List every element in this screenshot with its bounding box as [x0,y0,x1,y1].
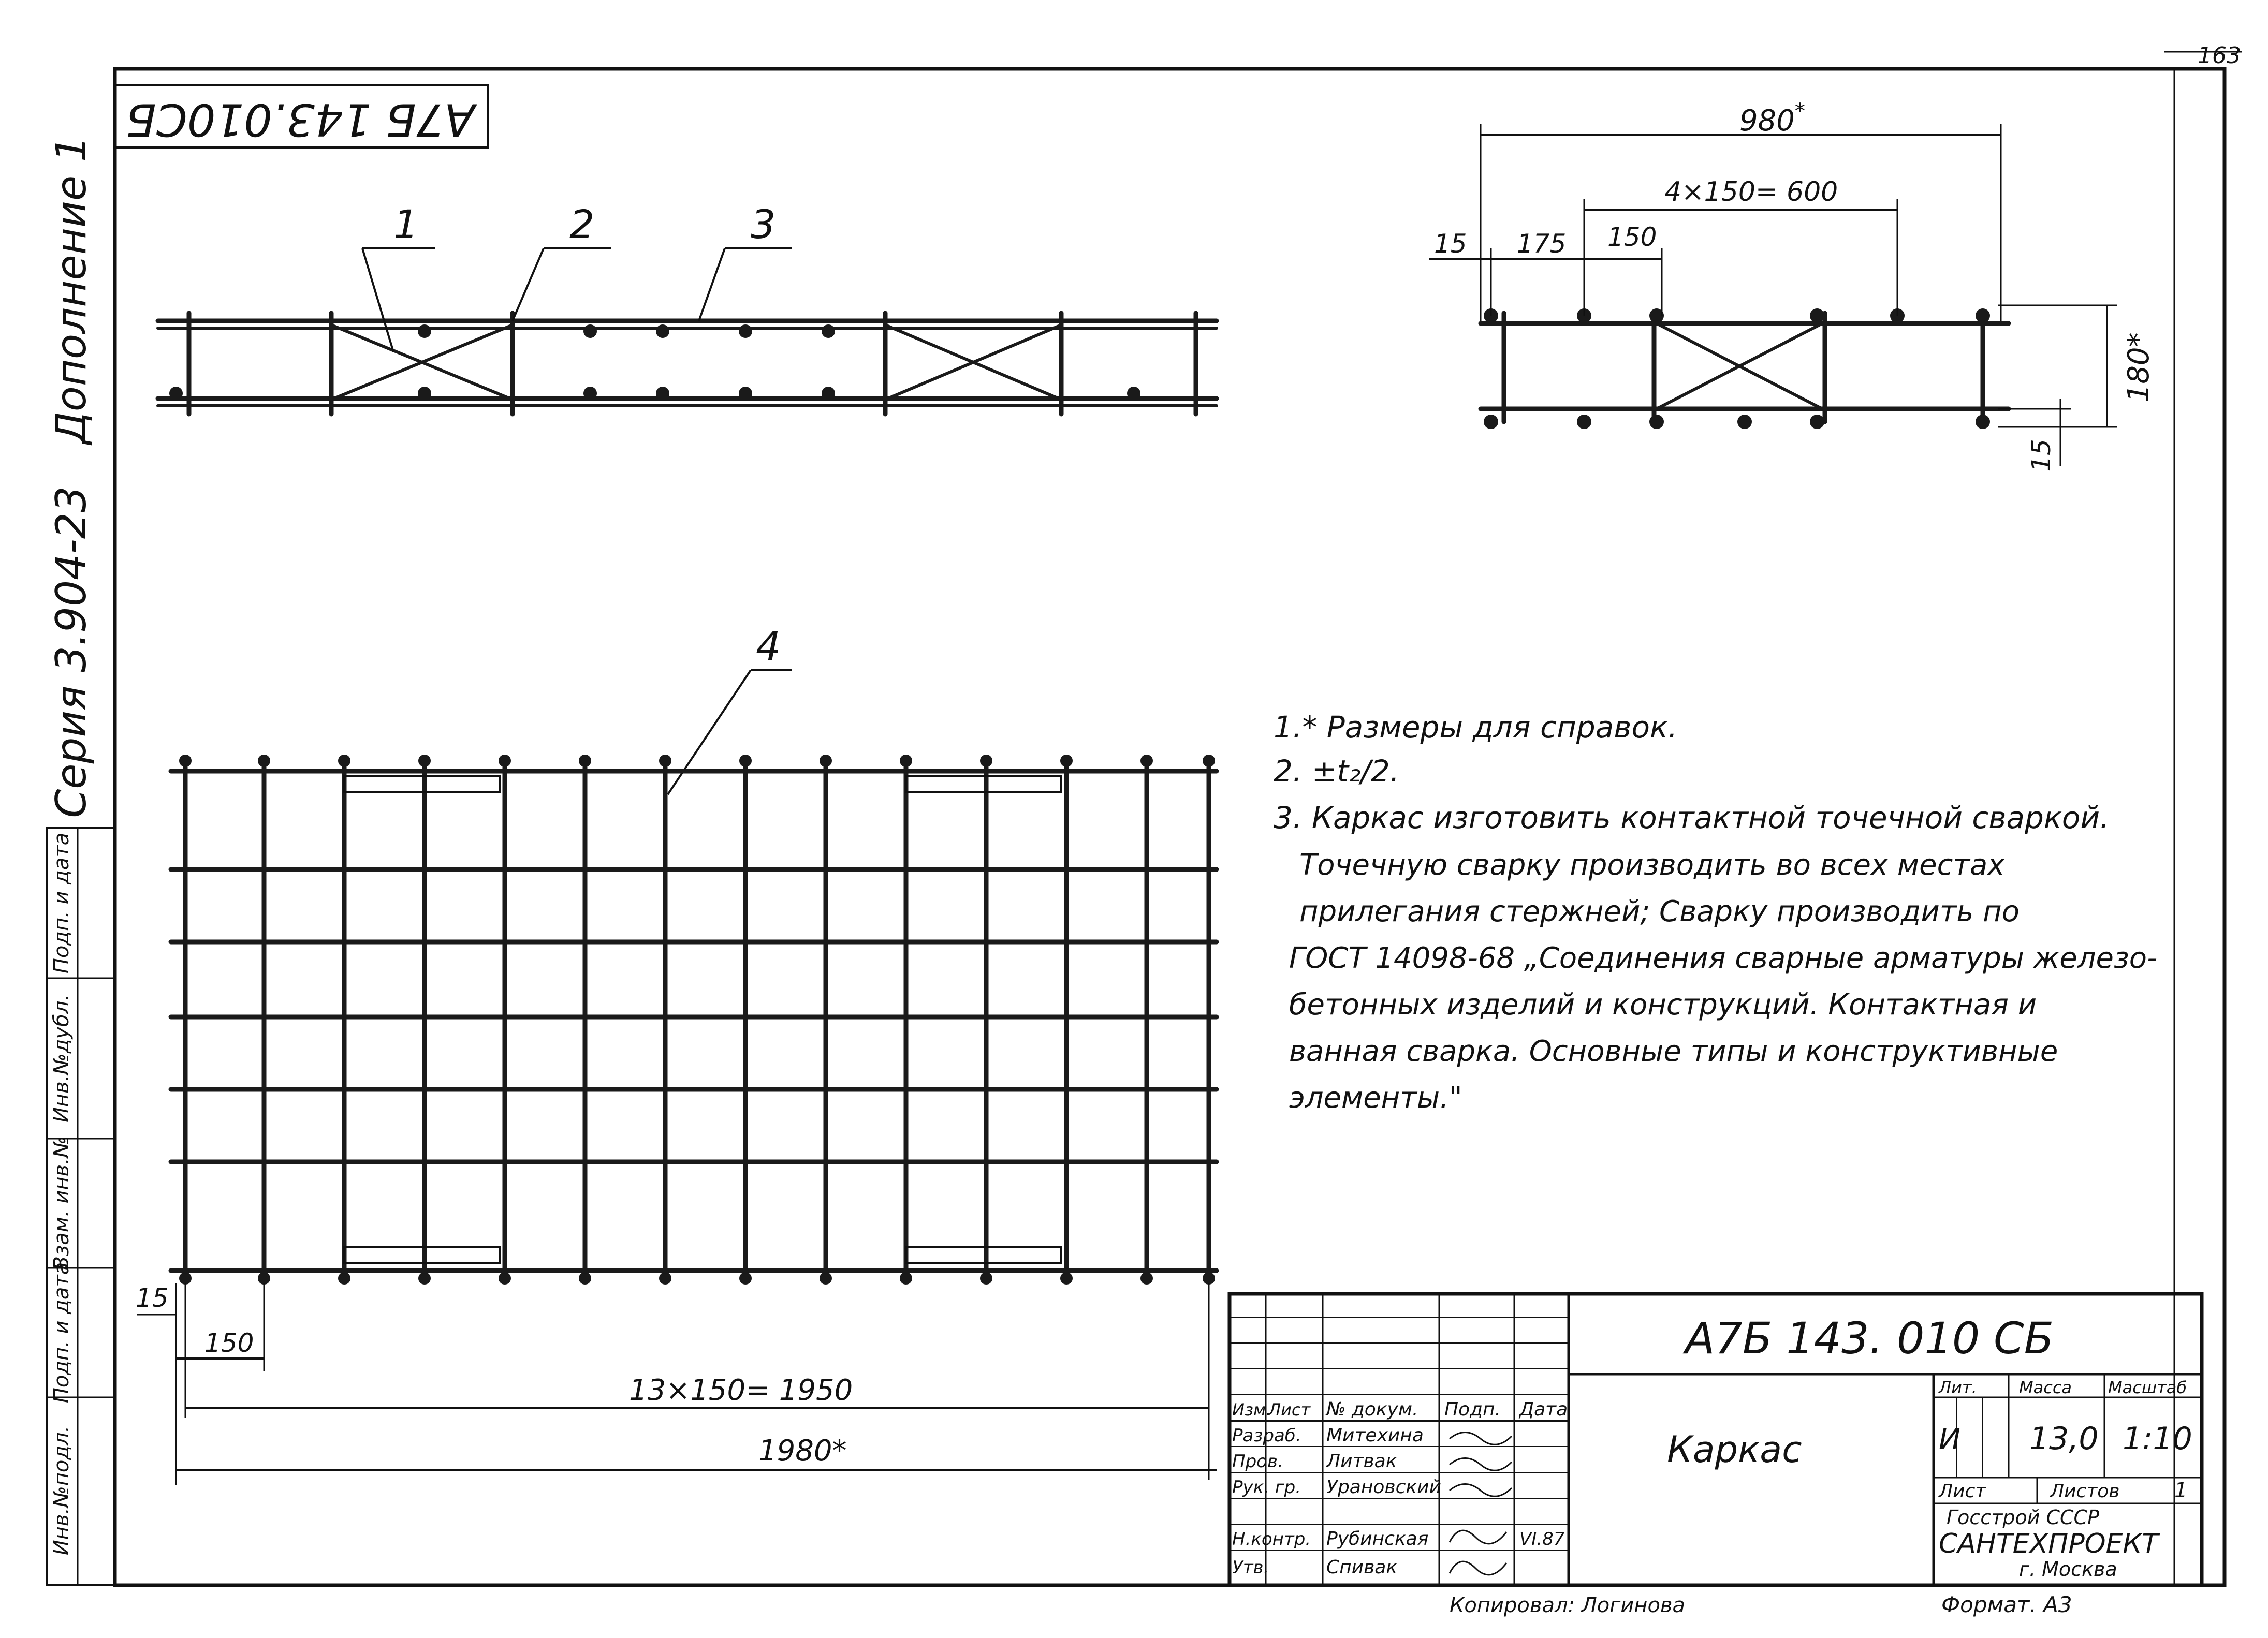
note-line-6: ГОСТ 14098-68 „Соединения сварные армату… [1289,941,2157,975]
mass-value: 13,0 [2029,1421,2099,1457]
role-3: Рук. гр. [1232,1477,1301,1498]
role-2: Пров. [1232,1451,1283,1472]
position-leaders [361,247,792,795]
section-dimensions [1429,124,2117,466]
grid-dimensions [137,1283,1217,1485]
dim-1980: 1980* [758,1434,847,1468]
scale-label: Масштаб [2108,1378,2187,1397]
lit-label: Лит. [1938,1378,1977,1397]
dim-13x150: 13×150= 1950 [629,1374,853,1407]
dim-15-right: 15 [2026,439,2056,472]
name-3: Урановский [1326,1477,1441,1498]
note-line-7: бетонных изделий и конструкций. Контактн… [1289,988,2037,1022]
dim-15-top: 15 [1434,229,1467,259]
name-6: Спивак [1326,1557,1397,1578]
dim-175: 175 [1517,229,1566,259]
sheets-label: Листов [2049,1481,2119,1502]
dim-4x150: 4×150= 600 [1664,176,1838,208]
note-line-4: Точечную сварку производить во всех мест… [1299,848,2005,882]
date-value: VI.87 [1519,1529,1565,1550]
lit-value: И [1939,1423,1960,1456]
sheets-value: 1 [2174,1479,2187,1502]
position-3: 3 [751,201,775,247]
margin-col-1: Инв.№подл. [50,1426,74,1556]
note-line-5: прилегания стержней; Сварку производить … [1299,895,2020,928]
note-line-3: 3. Каркас изготовить контактной точечной… [1274,800,2109,835]
copied-by: Копировал: Логинова [1450,1593,1685,1617]
dim-15-bottom: 15 [136,1283,169,1313]
signatures [1448,1432,1513,1576]
title-block [1227,1292,2204,1587]
dim-980-mark: * [1795,99,1805,123]
org-line-2: САНТЕХПРОЕКТ [1939,1528,2160,1559]
grid-elevation [168,755,1219,1285]
name-5: Рубинская [1326,1528,1428,1550]
col-signature: Подп. [1444,1399,1501,1420]
margin-col-5: Подп. и дата [50,833,74,973]
role-6: Утв. [1232,1557,1269,1578]
dim-180: 180* [2122,333,2156,403]
name-2: Литвак [1325,1451,1397,1472]
margin-col-2: Подп. и дата [50,1262,74,1403]
designation-stamp: А7Б 143.010СБ [114,84,489,149]
side-margin: Дополнение 1 Серия 3.904-23 Подп. и дата… [46,136,116,1586]
note-line-2: 2. ±t₂/2. [1274,754,1399,789]
note-line-8: ванная сварка. Основные типы и конструкт… [1289,1035,2058,1068]
designation-stamp-text: А7Б 143.010СБ [126,94,478,145]
position-2: 2 [569,201,594,247]
role-5: Н.контр. [1232,1529,1311,1550]
dim-150-top: 150 [1607,222,1657,252]
sheet-label: Лист [1938,1481,1986,1502]
org-line-1: Госстрой СССР [1947,1506,2099,1529]
margin-col-4: Инв.№дубл. [50,994,74,1123]
supplement-label: Дополнение 1 [47,136,95,445]
col-sheet: Лист [1268,1400,1311,1420]
top-view-frame [155,311,1219,417]
col-doc-no: № докум. [1325,1399,1418,1420]
series-label: Серия 3.904-23 [47,486,95,818]
position-1: 1 [393,201,418,247]
notes: 1.* Размеры для справок. 2. ±t₂/2. 3. Ка… [1274,710,2157,1115]
col-change: Изм. [1232,1400,1271,1420]
mass-label: Масса [2019,1378,2072,1397]
format-label: Формат. А3 [1941,1592,2072,1617]
note-line-1: 1.* Размеры для справок. [1274,710,1677,745]
dim-150-bottom: 150 [204,1328,254,1358]
scale-value: 1:10 [2123,1421,2192,1457]
doc-code: А7Б 143. 010 СБ [1682,1313,2054,1364]
dim-980: 980* [1739,99,1805,138]
dim-980-value: 980 [1739,104,1795,138]
role-1: Разраб. [1232,1425,1301,1446]
org-line-3: г. Москва [2019,1558,2117,1581]
margin-col-3: Взам. инв.№ [50,1137,74,1271]
section-view [1478,308,2011,429]
col-date: Дата [1518,1399,1568,1420]
note-line-9: элементы." [1289,1081,1462,1115]
position-4: 4 [756,623,781,669]
page-number: 163 [2198,42,2241,69]
item-name: Каркас [1667,1428,1802,1471]
name-1: Митехина [1326,1425,1424,1446]
